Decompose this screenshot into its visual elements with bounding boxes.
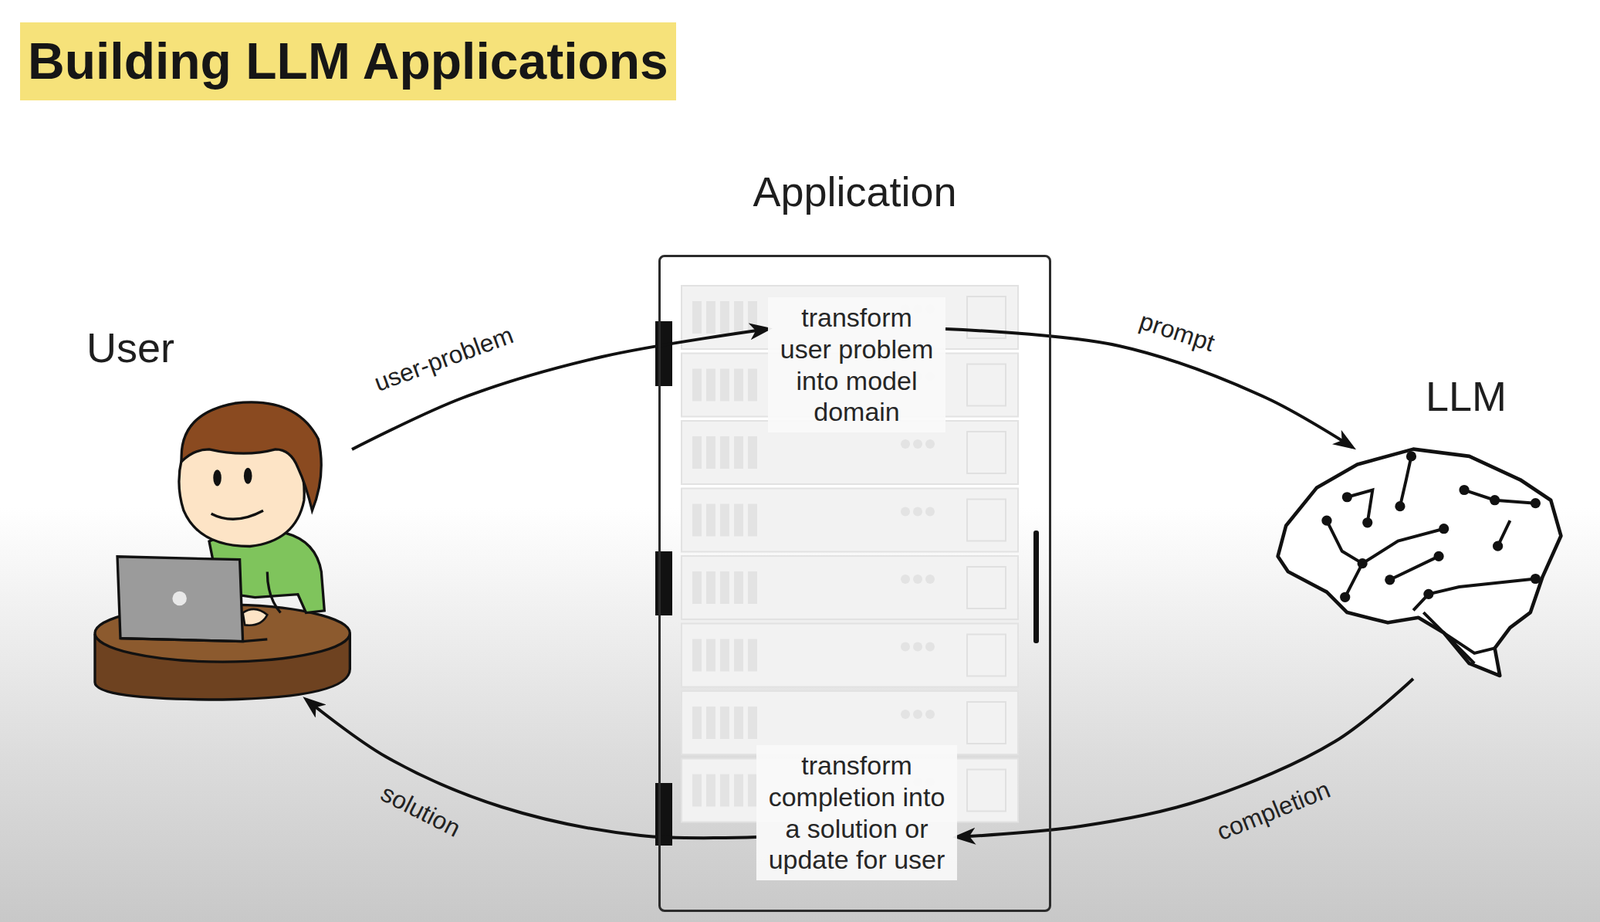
circuit-dot	[1339, 591, 1350, 603]
eye	[213, 469, 222, 486]
title-text: Building LLM Applications	[20, 22, 677, 101]
brain-circuit	[1326, 456, 1536, 611]
rack-handle	[1033, 530, 1039, 643]
brain-outline	[1278, 449, 1562, 676]
llm-label: LLM	[1425, 371, 1507, 422]
process-step-box: transform user problem into model domain	[767, 297, 946, 433]
flow-arrow	[945, 328, 1353, 447]
circuit-dot	[1384, 574, 1395, 585]
actor-node: User	[91, 395, 352, 700]
edge-label: completion	[1212, 774, 1334, 846]
circuit-dot	[1342, 491, 1353, 502]
actor-label: User	[86, 322, 175, 373]
process-text: transform completion into a solution or …	[764, 749, 950, 876]
rack-unit	[681, 555, 1019, 620]
laptop-logo	[172, 591, 187, 606]
brain-illustration	[1275, 446, 1567, 679]
arm-line	[267, 571, 281, 613]
rack-unit	[681, 623, 1019, 687]
circuit-dot	[1489, 494, 1500, 505]
server-label: Application	[660, 166, 1049, 217]
circuit-dot	[1362, 517, 1373, 528]
application-server-node: Applicationtransform user problem into m…	[658, 254, 1052, 912]
hand	[243, 608, 268, 626]
face	[179, 439, 305, 547]
flow-arrow	[306, 699, 757, 838]
eye	[243, 467, 253, 484]
circuit-dot	[1458, 484, 1469, 495]
flow-arrow	[957, 678, 1414, 837]
rack-unit	[681, 488, 1019, 552]
circuit-dot	[1321, 515, 1332, 526]
circuit-dot	[1423, 588, 1434, 599]
hair	[181, 402, 322, 511]
circuit-dot	[1433, 551, 1444, 562]
llm-node: LLM	[1275, 446, 1567, 679]
mouth	[211, 510, 264, 519]
flow-arrow	[351, 328, 768, 450]
circuit-dot	[1530, 573, 1541, 584]
circuit-dot	[1530, 497, 1541, 508]
circuit-dot	[1357, 558, 1368, 569]
laptop-screen	[117, 556, 244, 642]
circuit-dot	[1438, 523, 1449, 534]
circuit-dot	[1406, 450, 1417, 461]
edge-label: prompt	[1136, 306, 1218, 358]
laptop-base	[120, 638, 268, 642]
process-text: transform user problem into model domain	[775, 301, 938, 428]
person-illustration	[91, 395, 352, 700]
circuit-dot	[1394, 500, 1405, 511]
circuit-dot	[1492, 541, 1503, 552]
process-step-box: transform completion into a solution or …	[756, 744, 958, 880]
brain-stem	[1423, 612, 1495, 664]
